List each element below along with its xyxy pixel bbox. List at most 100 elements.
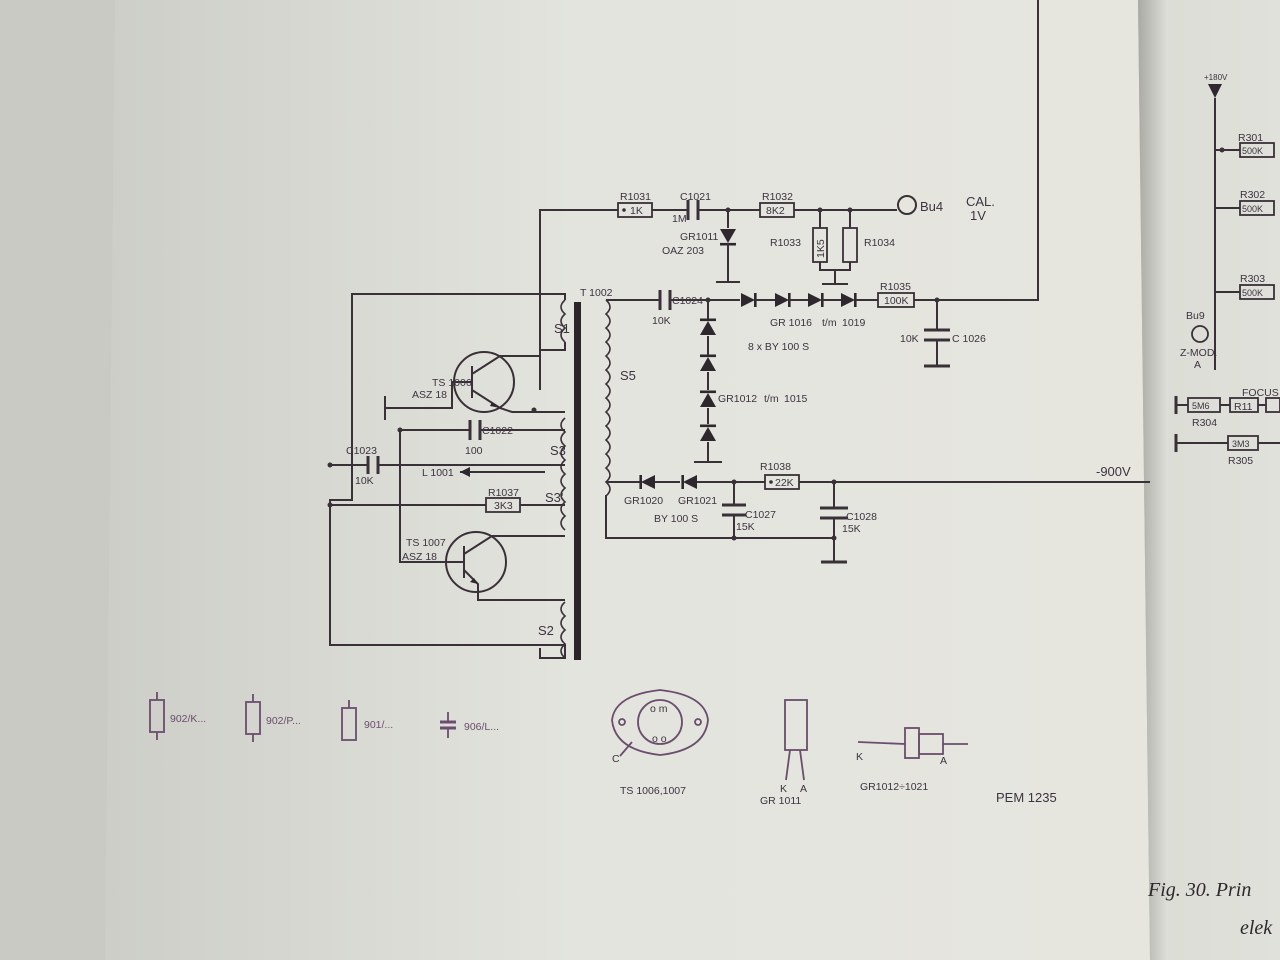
gr1011-pin-a: A bbox=[800, 783, 807, 795]
schematic-labels: R1031 1K C1021 1M R1032 8K2 Bu4 CAL. 1V … bbox=[346, 191, 1131, 638]
label-zmod-a: A bbox=[1194, 359, 1201, 371]
label-s2: S2 bbox=[538, 623, 554, 638]
r1032-resistor bbox=[759, 202, 795, 218]
ts-pin-c: C bbox=[612, 753, 620, 765]
label-r1031: R1031 bbox=[620, 191, 651, 203]
label-ts1006: TS 1006 bbox=[432, 377, 472, 389]
legend-item-4: 906/L... bbox=[464, 721, 499, 733]
label-zmod: Z-MOD. bbox=[1180, 347, 1217, 359]
component-legend: 902/K... 902/P... 901/... 906/L... bbox=[149, 692, 499, 742]
right-page-schematic: +180V R301 500K R302 500K R303 500K Bu9 … bbox=[1147, 73, 1280, 939]
label-r303: R303 bbox=[1240, 273, 1265, 285]
label-c1026: C 1026 bbox=[952, 333, 986, 345]
caption-elek: elek bbox=[1240, 917, 1273, 939]
label-tm1: t/m bbox=[822, 317, 837, 329]
svg-text:o m: o m bbox=[650, 703, 668, 715]
label-gr1016: GR 1016 bbox=[770, 317, 812, 329]
label-c1027-val: 15K bbox=[736, 521, 755, 533]
label-s1: S1 bbox=[554, 321, 570, 336]
legend-item-2: 902/P... bbox=[266, 715, 301, 727]
label-8xby100s: 8 x BY 100 S bbox=[748, 341, 809, 353]
label-asz18a: ASZ 18 bbox=[412, 389, 447, 401]
gr1011-package-label: GR 1011 bbox=[760, 795, 801, 807]
main-schematic bbox=[327, 0, 1150, 660]
label-r302: R302 bbox=[1240, 189, 1265, 201]
label-r301: R301 bbox=[1238, 132, 1263, 144]
label-bu9: Bu9 bbox=[1186, 310, 1205, 322]
label-r303-val: 500K bbox=[1242, 288, 1263, 298]
label-t1002: T 1002 bbox=[580, 287, 613, 299]
label-r301-val: 500K bbox=[1242, 146, 1263, 156]
label-tm2: t/m bbox=[764, 393, 779, 405]
label-focus: FOCUS bbox=[1242, 387, 1279, 399]
label-r1035-val: 100K bbox=[884, 295, 909, 307]
label-c1027: C1027 bbox=[745, 509, 776, 521]
label-cal-v: 1V bbox=[970, 208, 986, 223]
label-oaz203: OAZ 203 bbox=[662, 245, 704, 257]
gr1012-pin-k: K bbox=[856, 751, 863, 763]
label-c1028: C1028 bbox=[846, 511, 877, 523]
label-minus900: -900V bbox=[1096, 464, 1131, 479]
label-c1023-val: 10K bbox=[355, 475, 374, 487]
label-r11: R11 bbox=[1234, 401, 1253, 413]
label-c1023: C1023 bbox=[346, 445, 377, 457]
label-by100s: BY 100 S bbox=[654, 513, 698, 525]
label-s3p: S3' bbox=[545, 490, 563, 505]
label-c1021: C1021 bbox=[680, 191, 711, 203]
package-drawings: o m o o C TS 1006,1007 K A GR 1011 K A G… bbox=[611, 689, 1057, 807]
label-gr1015: 1015 bbox=[784, 393, 808, 405]
label-c1026-val: 10K bbox=[900, 333, 919, 345]
label-c1024-val: 10K bbox=[652, 315, 671, 327]
caption-fig30: Fig. 30. Prin bbox=[1147, 879, 1251, 901]
pem-label: PEM 1235 bbox=[996, 790, 1057, 805]
label-r1032-val: 8K2 bbox=[766, 205, 785, 217]
label-c1022-val: 100 bbox=[465, 445, 483, 457]
label-r302-val: 500K bbox=[1242, 204, 1263, 214]
label-l1001: L 1001 bbox=[422, 467, 454, 479]
label-r1037-val: 3K3 bbox=[494, 500, 513, 512]
gr1012-pin-a: A bbox=[940, 755, 947, 767]
right-page bbox=[1138, 0, 1280, 960]
ts-package-label: TS 1006,1007 bbox=[620, 785, 686, 797]
label-r1038-val: 22K bbox=[775, 477, 794, 489]
label-asz18b: ASZ 18 bbox=[402, 551, 437, 563]
label-gr1011: GR1011 bbox=[680, 231, 718, 243]
svg-text:o o: o o bbox=[652, 733, 667, 745]
r1037-resistor bbox=[485, 497, 521, 513]
label-r1038: R1038 bbox=[760, 461, 791, 473]
label-r1033: R1033 bbox=[770, 237, 801, 249]
gr1011-pin-k: K bbox=[780, 783, 787, 795]
label-r304: R304 bbox=[1192, 417, 1217, 429]
left-page-fold-shadow bbox=[0, 0, 115, 960]
label-s3: S3 bbox=[550, 443, 566, 458]
label-ts1007: TS 1007 bbox=[406, 537, 446, 549]
label-r1033-val: 1K5 bbox=[815, 239, 827, 258]
label-r305-val: 3M3 bbox=[1232, 439, 1250, 449]
label-r1037: R1037 bbox=[488, 487, 519, 499]
label-c1028-val: 15K bbox=[842, 523, 861, 535]
label-gr1021: GR1021 bbox=[678, 495, 717, 507]
legend-item-1: 902/K... bbox=[170, 713, 206, 725]
bu4-terminal bbox=[897, 195, 917, 215]
label-plus180: +180V bbox=[1204, 73, 1228, 82]
label-cal: CAL. bbox=[966, 194, 995, 209]
label-gr1019: 1019 bbox=[842, 317, 866, 329]
label-bu4: Bu4 bbox=[920, 199, 943, 214]
ts-package-icon bbox=[611, 689, 709, 756]
label-c1024: C1024 bbox=[672, 295, 703, 307]
label-s5: S5 bbox=[620, 368, 636, 383]
label-r304-val: 5M6 bbox=[1192, 401, 1210, 411]
label-c1021-val: 1M bbox=[672, 213, 687, 225]
t1002-core bbox=[574, 302, 581, 660]
label-r305: R305 bbox=[1228, 455, 1253, 467]
gr1011-package-icon bbox=[784, 699, 808, 751]
r1031-resistor bbox=[617, 202, 653, 218]
label-r1031-val: 1K bbox=[630, 205, 643, 217]
label-c1022: C1022 bbox=[482, 425, 513, 437]
label-gr1020: GR1020 bbox=[624, 495, 663, 507]
label-gr1012: GR1012 bbox=[718, 393, 757, 405]
gr1012-package-label: GR1012÷1021 bbox=[860, 781, 928, 793]
legend-item-3: 901/... bbox=[364, 719, 393, 731]
label-r1034: R1034 bbox=[864, 237, 895, 249]
